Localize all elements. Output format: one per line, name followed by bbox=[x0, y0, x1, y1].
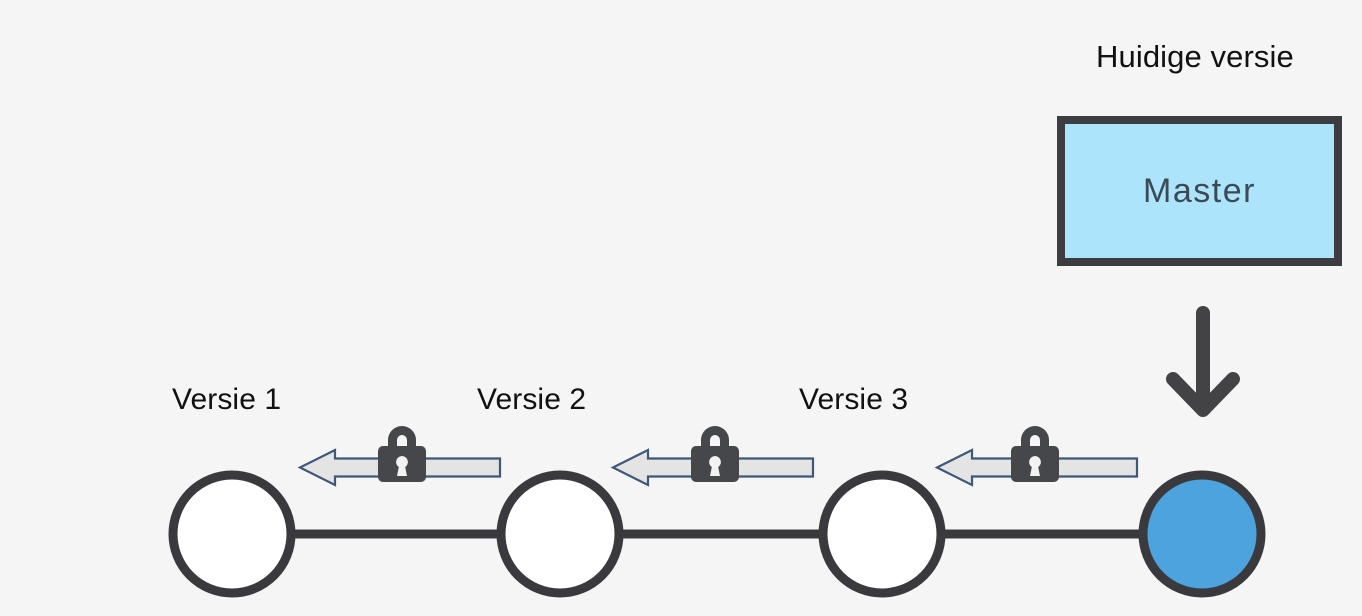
master-box-label: Master bbox=[1143, 171, 1256, 210]
lock-icon-versie2-to-versie1[interactable] bbox=[378, 426, 426, 482]
node-circle-versie-2[interactable] bbox=[496, 470, 624, 598]
node-circle-versie-1[interactable] bbox=[168, 470, 296, 598]
lock-shackle bbox=[1021, 426, 1049, 448]
lock-keyhole bbox=[709, 456, 721, 476]
master-box[interactable]: Master bbox=[1057, 116, 1342, 266]
lock-shackle bbox=[701, 426, 729, 448]
lock-keyhole bbox=[396, 456, 408, 476]
arrow-down-head bbox=[1166, 372, 1240, 417]
lock-keyhole bbox=[1029, 456, 1041, 476]
arrow-down-icon bbox=[1166, 306, 1240, 417]
lock-icon-versie3-to-versie2[interactable] bbox=[691, 426, 739, 482]
node-circle-versie-3[interactable] bbox=[818, 470, 946, 598]
lock-shackle bbox=[388, 426, 416, 448]
lock-icon-master-to-versie3[interactable] bbox=[1011, 426, 1059, 482]
node-circle-current-version[interactable] bbox=[1138, 470, 1266, 598]
